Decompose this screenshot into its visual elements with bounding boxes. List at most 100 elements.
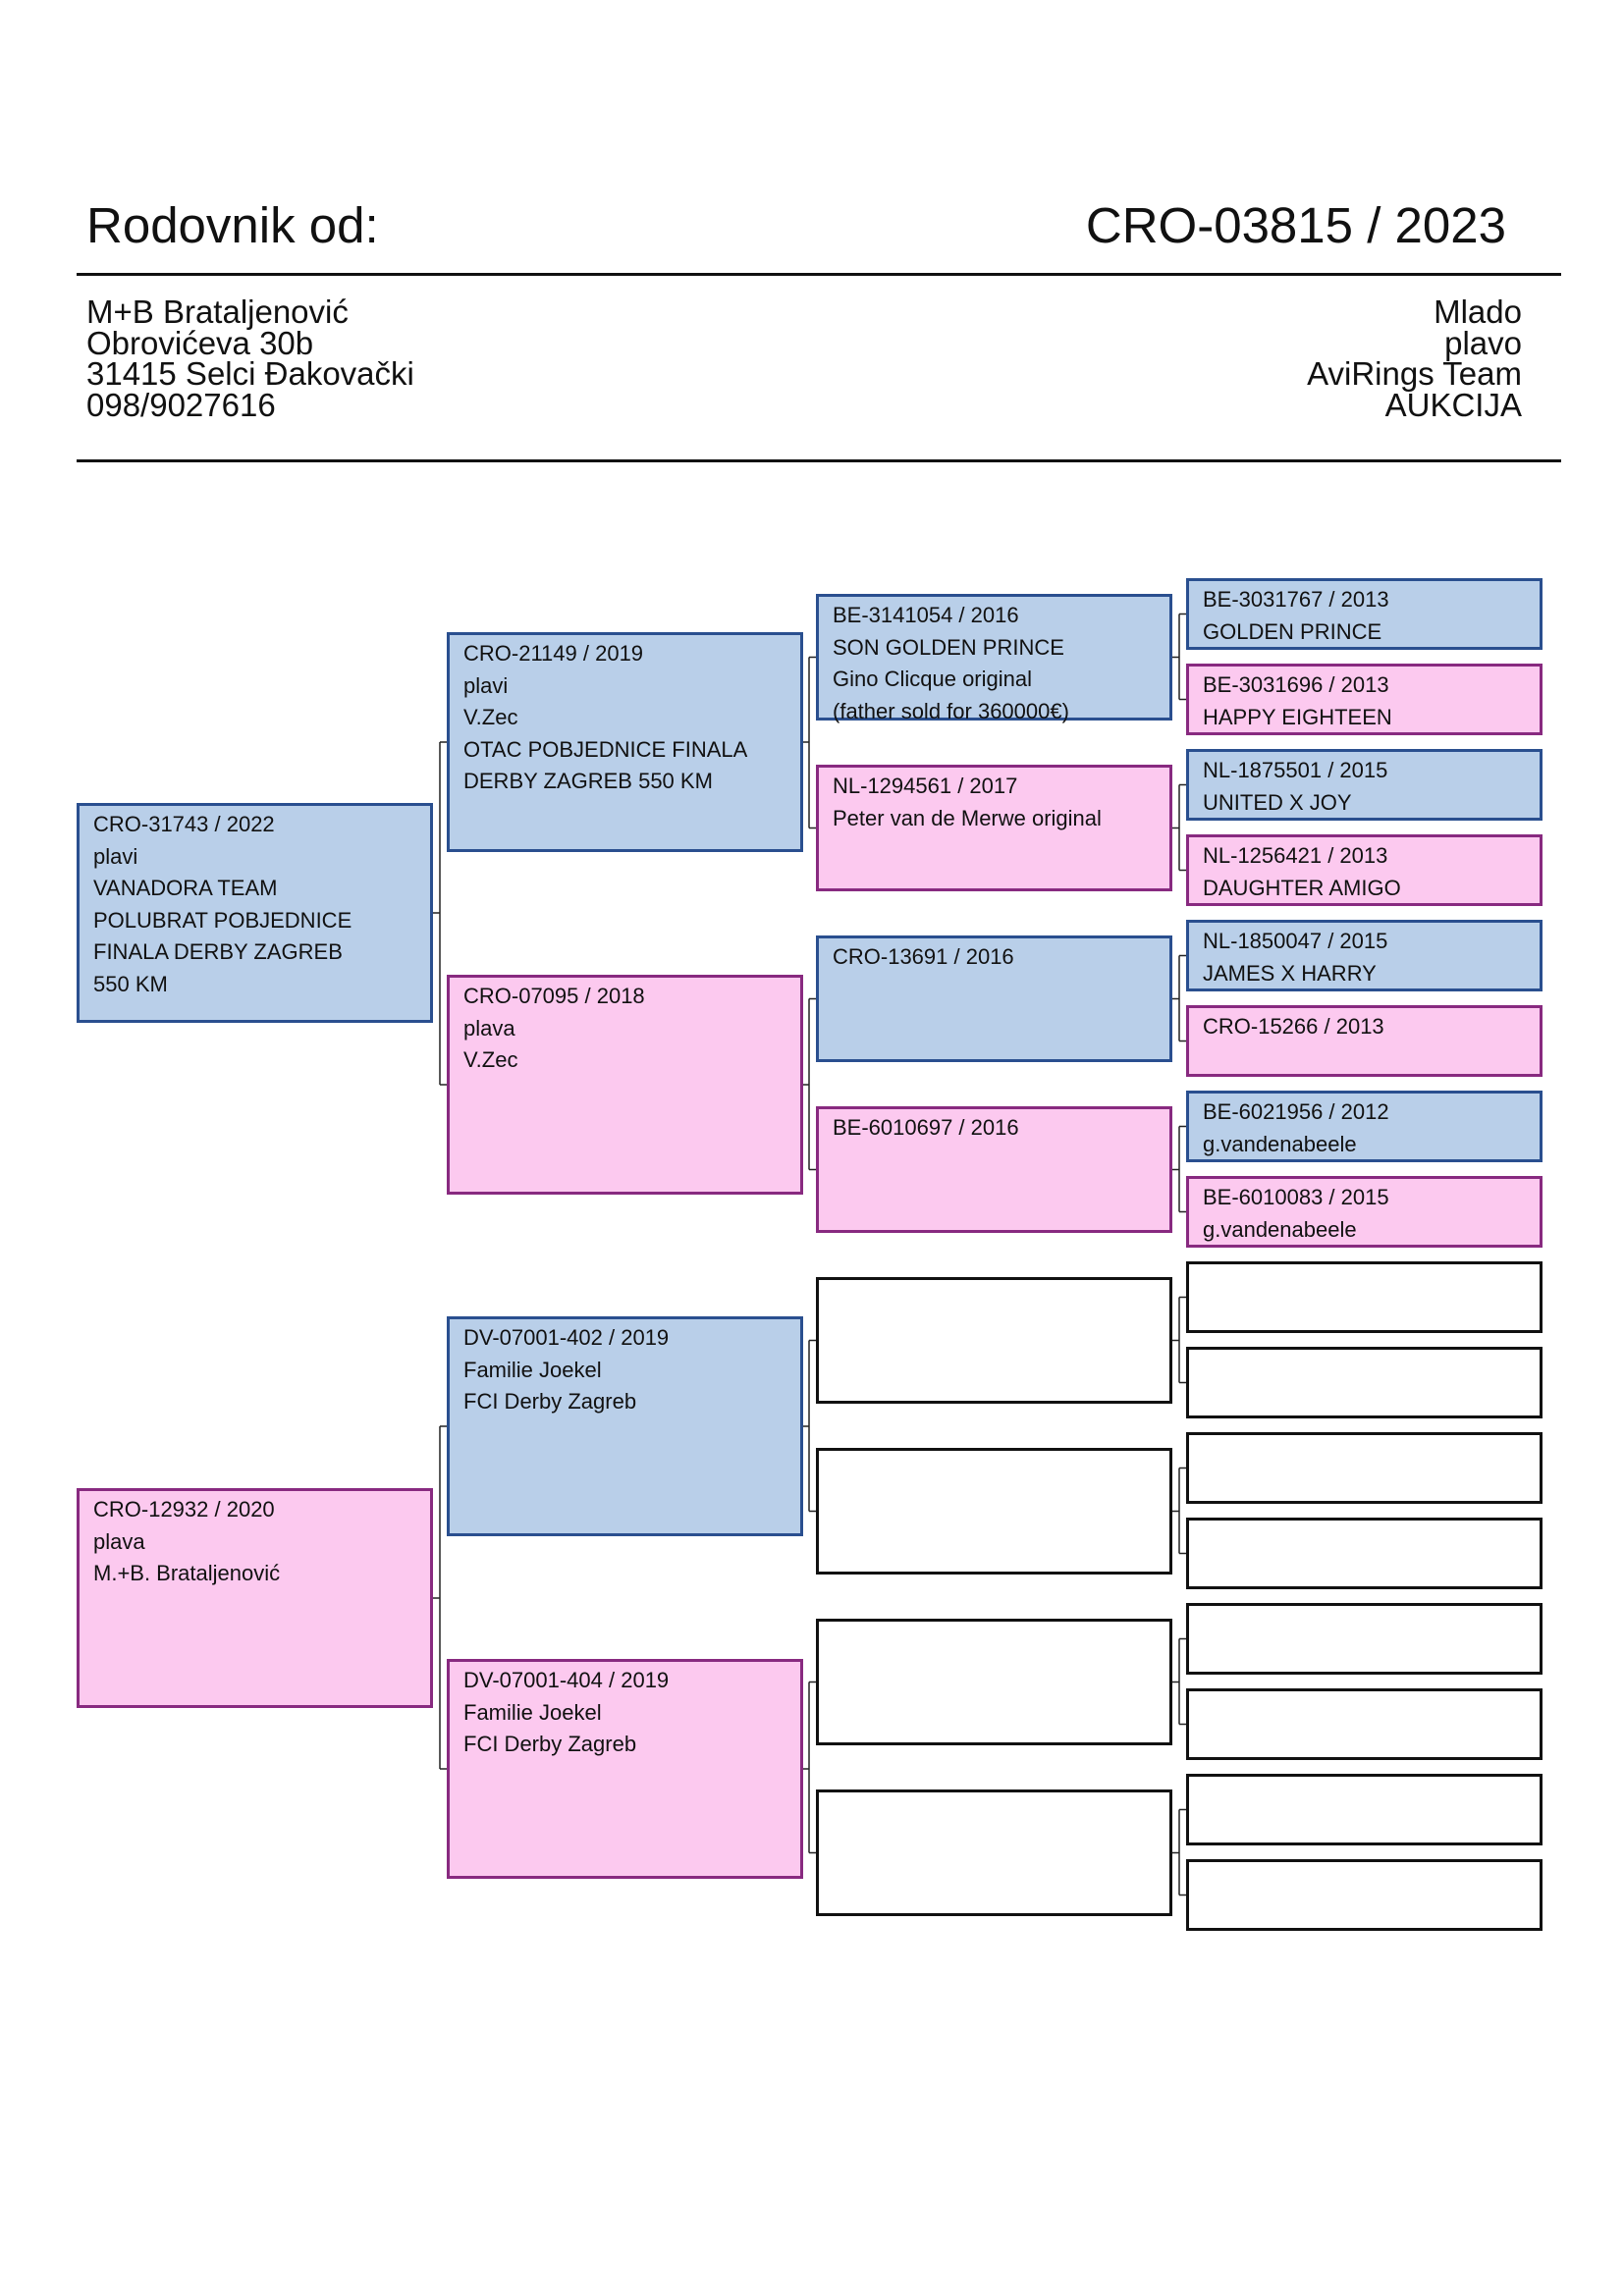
- connector-line: [1172, 1808, 1186, 1896]
- pedigree-line: CRO-07095 / 2018: [463, 984, 645, 1008]
- bird-info-line4: AUKCIJA: [1384, 386, 1522, 423]
- pedigree-line: g.vandenabeele: [1203, 1131, 1357, 1156]
- pedigree-line: FINALA DERBY ZAGREB: [93, 939, 343, 964]
- owner-street: Obrovićeva 30b: [86, 324, 314, 361]
- connector-line: [803, 656, 816, 829]
- ring-number: CRO-03815 / 2023: [1085, 197, 1506, 253]
- pedigree-line: plavi: [93, 843, 138, 869]
- pedigree-line: CRO-13691 / 2016: [833, 944, 1014, 969]
- owner-phone: 098/9027616: [86, 386, 276, 423]
- bird-info-line3: AviRings Team: [1307, 355, 1522, 392]
- pedigree-box-gen3-6: [816, 1448, 1172, 1575]
- pedigree-line: DAUGHTER AMIGO: [1203, 875, 1401, 900]
- pedigree-line: POLUBRAT POBJEDNICE: [93, 907, 352, 933]
- pedigree-line: Familie Joekel: [463, 1699, 602, 1725]
- pedigree-box-gen4-13: [1186, 1603, 1543, 1675]
- owner-address: M+B Brataljenović Obrovićeva 30b 31415 S…: [86, 294, 414, 423]
- pedigree-box-gen4-12: [1186, 1518, 1543, 1589]
- connector-line: [1172, 1296, 1186, 1384]
- header-divider: [77, 273, 1561, 276]
- pedigree-line: NL-1850047 / 2015: [1203, 929, 1388, 953]
- pedigree-line: CRO-15266 / 2013: [1203, 1014, 1384, 1039]
- connector-line: [803, 1681, 816, 1854]
- pedigree-line: g.vandenabeele: [1203, 1216, 1357, 1242]
- connector-line: [433, 741, 447, 1086]
- pedigree-line: plavi: [463, 672, 509, 698]
- pedigree-line: plava: [463, 1015, 515, 1041]
- pedigree-line: FCI Derby Zagreb: [463, 1389, 637, 1414]
- pedigree-line: V.Zec: [463, 1047, 518, 1072]
- pedigree-line: VANADORA TEAM: [93, 876, 278, 900]
- pedigree-line: BE-3031696 / 2013: [1203, 672, 1389, 697]
- pedigree-line: CRO-21149 / 2019: [463, 641, 644, 666]
- pedigree-line: Familie Joekel: [463, 1357, 602, 1382]
- pedigree-line: BE-6010697 / 2016: [833, 1115, 1019, 1140]
- pedigree-line: JAMES X HARRY: [1203, 960, 1377, 986]
- pedigree-box-gen4-6: CRO-15266 / 2013: [1186, 1005, 1543, 1077]
- pedigree-line: BE-3031767 / 2013: [1203, 587, 1389, 612]
- owner-name: M+B Brataljenović: [86, 294, 349, 330]
- connector-line: [1172, 613, 1186, 701]
- pedigree-line: plava: [93, 1528, 145, 1554]
- pedigree-line: HAPPY EIGHTEEN: [1203, 704, 1392, 729]
- pedigree-box-gen3-5: [816, 1277, 1172, 1404]
- pedigree-box-gen4-7: BE-6021956 / 2012 g.vandenabeele: [1186, 1091, 1543, 1162]
- pedigree-line: DV-07001-402 / 2019: [463, 1325, 670, 1350]
- pedigree-line: GOLDEN PRINCE: [1203, 618, 1382, 644]
- pedigree-line: BE-6010083 / 2015: [1203, 1185, 1389, 1209]
- pedigree-line: BE-3141054 / 2016: [833, 603, 1019, 627]
- connector-line: [1172, 1125, 1186, 1213]
- pedigree-line: CRO-31743 / 2022: [93, 812, 275, 836]
- pedigree-line: NL-1294561 / 2017: [833, 774, 1018, 798]
- pedigree-line: (father sold for 360000€): [833, 698, 1069, 723]
- pedigree-line: 550 KM: [93, 971, 168, 996]
- pedigree-line: OTAC POBJEDNICE FINALA: [463, 736, 748, 762]
- pedigree-box-gen4-16: [1186, 1859, 1543, 1931]
- pedigree-line: DERBY ZAGREB 550 KM: [463, 769, 713, 793]
- pedigree-line: SON GOLDEN PRINCE: [833, 634, 1064, 660]
- bird-info-line1: Mlado: [1434, 294, 1522, 330]
- pedigree-box-gen4-15: [1186, 1774, 1543, 1845]
- pedigree-box-gen4-9: [1186, 1261, 1543, 1333]
- connector-line: [1172, 954, 1186, 1042]
- bird-info: Mlado plavo AviRings Team AUKCIJA: [1307, 294, 1522, 423]
- pedigree-line: UNITED X JOY: [1203, 789, 1352, 815]
- connector-line: [1172, 1637, 1186, 1726]
- pedigree-line: V.Zec: [463, 705, 518, 729]
- connector-line: [803, 1339, 816, 1513]
- pedigree-box-gen3-4: BE-6010697 / 2016: [816, 1106, 1172, 1233]
- pedigree-line: BE-6021956 / 2012: [1203, 1099, 1389, 1124]
- pedigree-line: NL-1256421 / 2013: [1203, 843, 1388, 868]
- connector-line: [1172, 1467, 1186, 1555]
- bird-info-line2: plavo: [1444, 324, 1522, 361]
- pedigree-box-gen4-8: BE-6010083 / 2015 g.vandenabeele: [1186, 1176, 1543, 1248]
- pedigree-line: Gino Clicque original: [833, 667, 1032, 691]
- connector-line: [433, 1425, 447, 1770]
- pedigree-line: Peter van de Merwe original: [833, 805, 1102, 830]
- pedigree-line: DV-07001-404 / 2019: [463, 1668, 670, 1692]
- pedigree-line: CRO-12932 / 2020: [93, 1497, 275, 1522]
- pedigree-line: FCI Derby Zagreb: [463, 1732, 637, 1756]
- pedigree-line: NL-1875501 / 2015: [1203, 758, 1388, 782]
- pedigree-box-gen3-8: [816, 1789, 1172, 1916]
- pedigree-box-gen3-3: CRO-13691 / 2016: [816, 935, 1172, 1062]
- pedigree-box-gen3-7: [816, 1619, 1172, 1745]
- pedigree-box-gen4-14: [1186, 1688, 1543, 1760]
- pedigree-box-gen4-11: [1186, 1432, 1543, 1504]
- owner-city: 31415 Selci Đakovački: [86, 355, 414, 392]
- address-divider: [77, 459, 1561, 462]
